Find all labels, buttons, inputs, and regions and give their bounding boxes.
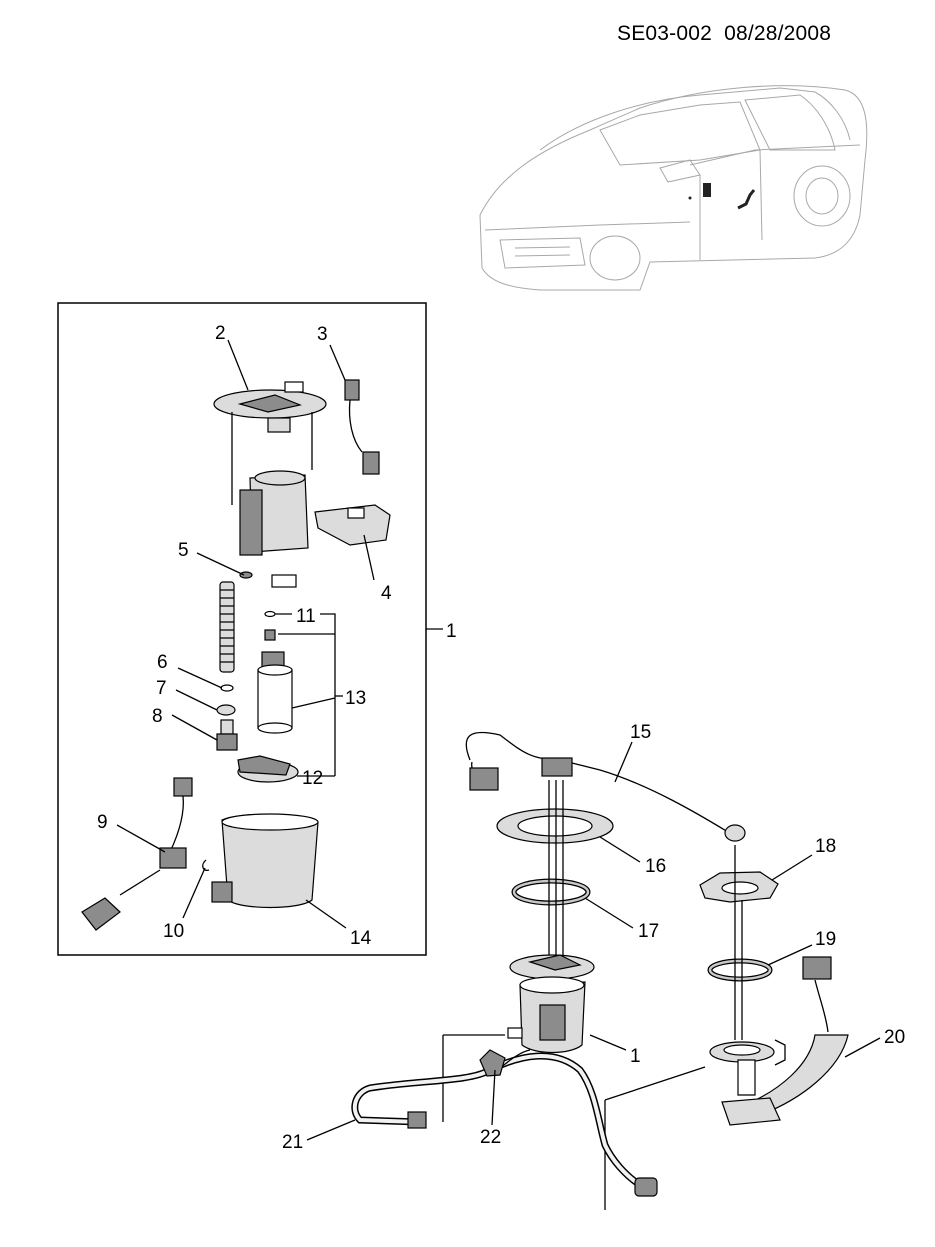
part-15-wiring-harness: [465, 731, 746, 842]
part-17-seal-ring: [511, 878, 591, 906]
callout-15: 15: [630, 722, 651, 743]
part-13-fitting: [264, 629, 276, 641]
callout-5: 5: [178, 540, 189, 561]
callout-9: 9: [97, 812, 108, 833]
part-11-seal: [264, 610, 276, 618]
alignment-guide-lines: [442, 780, 786, 1210]
callout-2: 2: [215, 323, 226, 344]
part-8-valve: [216, 719, 238, 751]
callout-19: 19: [815, 929, 836, 950]
part-1-fuel-pump-module: [507, 954, 595, 1054]
callout-labels: 2 3 5 4 11 1 6 7 13 8 12 9 10 14 15 16 1…: [97, 323, 905, 1153]
callout-13: 13: [345, 688, 366, 709]
part-5-seal: [239, 571, 253, 579]
part-19-seal-ring: [707, 958, 773, 982]
callout-leader-lines-lower: [306, 741, 881, 1141]
callout-16: 16: [645, 856, 666, 877]
part-14-reservoir-housing: [211, 813, 319, 909]
fuel-tank-location-marker: [688, 183, 756, 210]
callout-11: 11: [296, 606, 316, 627]
callout-8: 8: [152, 706, 163, 727]
part-22-hose-connector: [479, 1049, 531, 1077]
callout-18: 18: [815, 836, 836, 857]
part-16-lock-ring: [496, 808, 614, 844]
callout-3: 3: [317, 324, 328, 345]
part-7-washer: [216, 704, 236, 716]
callout-7: 7: [156, 678, 167, 699]
diagram-reference-code: SE03-002 08/28/2008: [617, 22, 832, 45]
part-9-level-sender: [81, 777, 193, 931]
vehicle-locator-illustration: [479, 85, 868, 291]
part-13-fuel-pump: [257, 651, 293, 734]
part-3-wiring-harness: [344, 379, 380, 475]
callout-6: 6: [157, 652, 168, 673]
callout-4: 4: [381, 583, 392, 604]
callout-10: 10: [163, 921, 184, 942]
callout-1-box: 1: [446, 621, 457, 642]
part-inlet-hose-corrugated: [219, 581, 235, 673]
callout-leader-lines-box: [116, 339, 443, 929]
callout-20: 20: [884, 1027, 905, 1048]
part-4-bracket: [314, 504, 391, 546]
callout-14: 14: [350, 928, 372, 949]
part-12-pump-base: [237, 755, 299, 783]
part-20-level-sender: [709, 956, 849, 1126]
part-21-fuel-hose: [351, 1052, 658, 1197]
part-10-clip: [202, 859, 210, 871]
callout-17: 17: [638, 921, 659, 942]
part-6-seal: [220, 684, 234, 692]
part-2-module-flange: [213, 381, 327, 588]
callout-22: 22: [480, 1127, 501, 1148]
callout-12: 12: [302, 768, 323, 789]
callout-21: 21: [282, 1132, 303, 1153]
callout-1-assembly: 1: [630, 1046, 641, 1067]
part-18-lock-ring: [699, 871, 779, 903]
